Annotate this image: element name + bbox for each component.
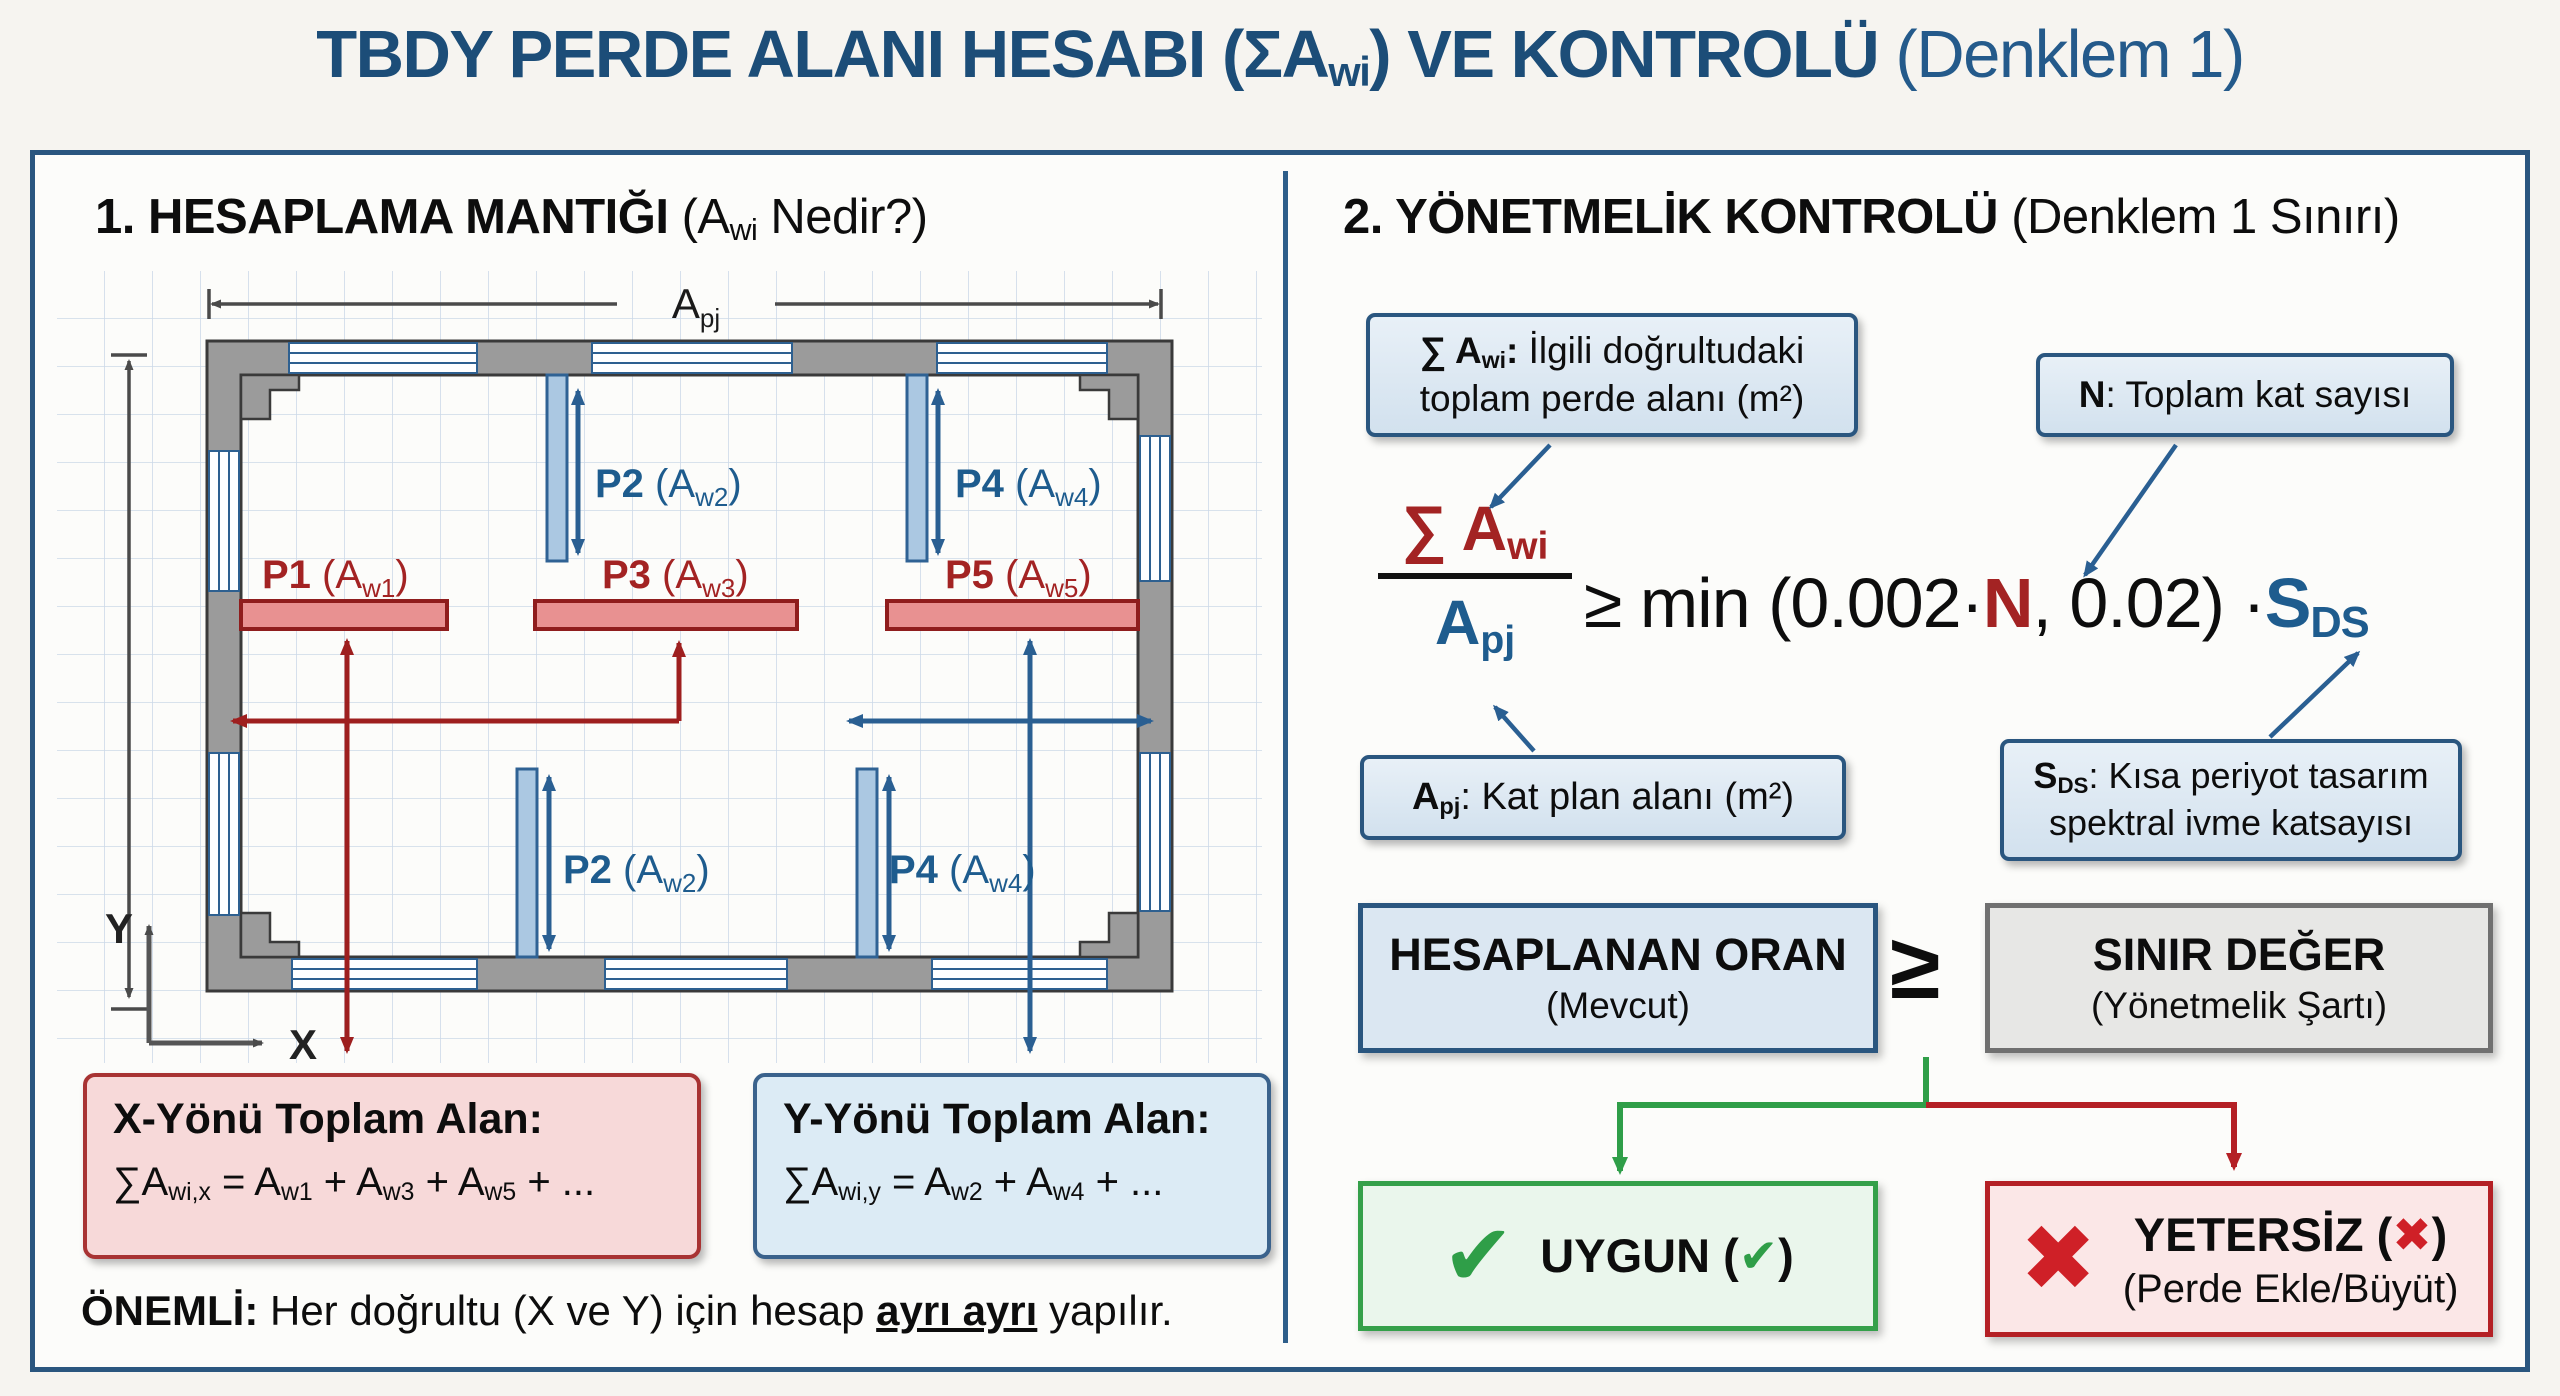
page-title: TBDY PERDE ALANI HESABI (ΣAwi) VE KONTRO… bbox=[0, 16, 2560, 93]
important-note: ÖNEMLİ: Her doğrultu (X ve Y) için hesap… bbox=[81, 1287, 1173, 1334]
result-fail-label: YETERSİZ (✖) bbox=[2133, 1207, 2448, 1261]
check-icon: ✔ bbox=[1442, 1208, 1515, 1304]
left-panel-heading: 1. HESAPLAMA MANTIĞI (Awi Nedir?) bbox=[95, 190, 928, 247]
connector-fail bbox=[1926, 1102, 2242, 1171]
apj-dimension-label: Apj bbox=[672, 280, 720, 333]
y-sum-formula: ∑Awi,y = Aw2 + Aw4 + ... bbox=[783, 1160, 1164, 1207]
window bbox=[288, 342, 478, 374]
callout-sum-awi: ∑ Awi:: İlgili doğrultudaki İlgili doğru… bbox=[1366, 313, 1858, 438]
right-panel-heading: 2. YÖNETMELİK KONTROLÜ (Denklem 1 Sınırı… bbox=[1343, 190, 2400, 244]
callout-n: N: Toplam kat sayısı bbox=[2036, 353, 2454, 438]
calculated-ratio-title: HESAPLANAN ORAN bbox=[1389, 929, 1847, 980]
corner-steps bbox=[239, 373, 1140, 959]
fraction-numerator: ∑ Awi bbox=[1401, 494, 1549, 568]
fraction-denominator: Apj bbox=[1434, 588, 1516, 662]
x-sum-arrows bbox=[230, 638, 686, 1054]
callout-sum-awi-line1: ∑ Awi:: İlgili doğrultudaki İlgili doğru… bbox=[1419, 330, 1805, 374]
result-fail-box: ✖ YETERSİZ (✖) (Perde Ekle/Büyüt) bbox=[1985, 1181, 2493, 1337]
callout-sds-line2: spektral ivme katsayısı bbox=[2048, 801, 2414, 843]
window bbox=[591, 342, 793, 374]
calculated-ratio-box: HESAPLANAN ORAN (Mevcut) bbox=[1358, 903, 1878, 1053]
windows bbox=[208, 342, 1171, 990]
panel-calculation-logic: 1. HESAPLAMA MANTIĞI (Awi Nedir?) bbox=[35, 155, 1283, 1367]
x-direction-walls bbox=[239, 599, 1140, 631]
label-p3: P3 (Aw3) bbox=[602, 553, 749, 603]
label-p2-top: P2 (Aw2) bbox=[595, 462, 742, 512]
apj-dimension bbox=[207, 289, 1163, 319]
page-title-bold: TBDY PERDE ALANI HESABI (ΣAwi) VE KONTRO… bbox=[316, 17, 1880, 96]
wall-labels: P1 (Aw1) P3 (Aw3) P5 (Aw5) P2 (Aw2) P4 (… bbox=[262, 462, 1102, 898]
axis-x-label: X bbox=[289, 1021, 317, 1063]
window bbox=[936, 342, 1108, 374]
window bbox=[1139, 435, 1171, 582]
connector-pass bbox=[1612, 1057, 1929, 1175]
panel-code-check: 2. YÖNETMELİK KONTROLÜ (Denklem 1 Sınırı… bbox=[1288, 155, 2525, 1367]
window bbox=[208, 752, 240, 916]
label-p5: P5 (Aw5) bbox=[945, 553, 1092, 603]
x-direction-sum-box: X-Yönü Toplam Alan: ∑Awi,x = Aw1 + Aw3 +… bbox=[83, 1073, 701, 1259]
axes-icon: Y X bbox=[105, 905, 317, 1063]
callout-sum-awi-line2: toplam perde alanı (m²) bbox=[1419, 378, 1805, 420]
window bbox=[931, 958, 1108, 990]
x-sum-formula: ∑Awi,x = Aw1 + Aw3 + Aw5 + ... bbox=[113, 1160, 596, 1207]
shear-wall-p4-bottom bbox=[855, 767, 879, 959]
y-direction-walls bbox=[515, 373, 929, 959]
label-p1: P1 (Aw1) bbox=[262, 553, 409, 603]
calculated-ratio-sub: (Mevcut) bbox=[1546, 985, 1690, 1026]
label-p4-bottom: P4 (Aw4) bbox=[889, 848, 1036, 898]
shear-wall-p1 bbox=[239, 599, 449, 631]
shear-wall-p2-top bbox=[545, 373, 569, 563]
callout-sds-line1: SDS: Kısa periyot tasarım bbox=[2033, 755, 2429, 798]
main-frame: 1. HESAPLAMA MANTIĞI (Awi Nedir?) bbox=[30, 150, 2530, 1372]
x-sum-title: X-Yönü Toplam Alan: bbox=[113, 1095, 543, 1143]
limit-value-sub: (Yönetmelik Şartı) bbox=[2090, 985, 2388, 1026]
limit-value-box: SINIR DEĞER (Yönetmelik Şartı) bbox=[1985, 903, 2493, 1053]
callout-apj: Apj: Kat plan alanı (m²) bbox=[1360, 755, 1846, 841]
axis-y-label: Y bbox=[105, 905, 133, 952]
arrow-apj bbox=[1493, 704, 1536, 753]
result-fail-line2: (Perde Ekle/Büyüt) bbox=[2122, 1266, 2459, 1311]
shear-wall-p4-top bbox=[905, 373, 929, 563]
callout-sds: SDS: Kısa periyot tasarım spektral ivme … bbox=[2000, 739, 2462, 861]
wall-length-arrows bbox=[542, 388, 945, 952]
page-title-light: (Denklem 1) bbox=[1878, 17, 2245, 92]
y-direction-sum-box: Y-Yönü Toplam Alan: ∑Awi,y = Aw2 + Aw4 +… bbox=[753, 1073, 1271, 1259]
code-inequality: ≥ min (0.002·N, 0.02) ·SDS bbox=[1584, 564, 2370, 647]
fraction-bar bbox=[1378, 573, 1572, 579]
shear-wall-p2-bottom bbox=[515, 767, 539, 959]
ratio-fraction: ∑ Awi Apj bbox=[1376, 493, 1574, 662]
geq-operator: ≥ bbox=[1890, 916, 1941, 1018]
decision-connectors bbox=[1612, 1057, 2242, 1175]
arrow-sds bbox=[2268, 650, 2361, 739]
limit-value-title: SINIR DEĞER bbox=[2092, 929, 2386, 980]
label-p4-top: P4 (Aw4) bbox=[955, 462, 1102, 512]
y-sum-title: Y-Yönü Toplam Alan: bbox=[783, 1095, 1211, 1143]
label-p2-bottom: P2 (Aw2) bbox=[563, 848, 710, 898]
y-sum-arrows bbox=[846, 638, 1154, 1054]
shear-wall-p5 bbox=[885, 599, 1140, 631]
result-pass-label: UYGUN (✔) bbox=[1540, 1229, 1794, 1282]
shear-wall-p3 bbox=[533, 599, 799, 631]
window bbox=[604, 958, 788, 990]
window bbox=[291, 958, 478, 990]
floor-plan-diagram: Apj bbox=[57, 271, 1262, 1063]
window bbox=[208, 450, 240, 592]
window bbox=[1139, 752, 1171, 912]
arrow-n bbox=[2083, 443, 2178, 578]
result-pass-box: ✔ UYGUN (✔) bbox=[1358, 1181, 1878, 1331]
height-dimension bbox=[111, 353, 147, 1011]
panel-divider bbox=[1283, 171, 1288, 1343]
x-icon: ✖ bbox=[2019, 1208, 2097, 1310]
result-fail-labels: YETERSİZ (✖) (Perde Ekle/Büyüt) bbox=[2123, 1207, 2459, 1312]
